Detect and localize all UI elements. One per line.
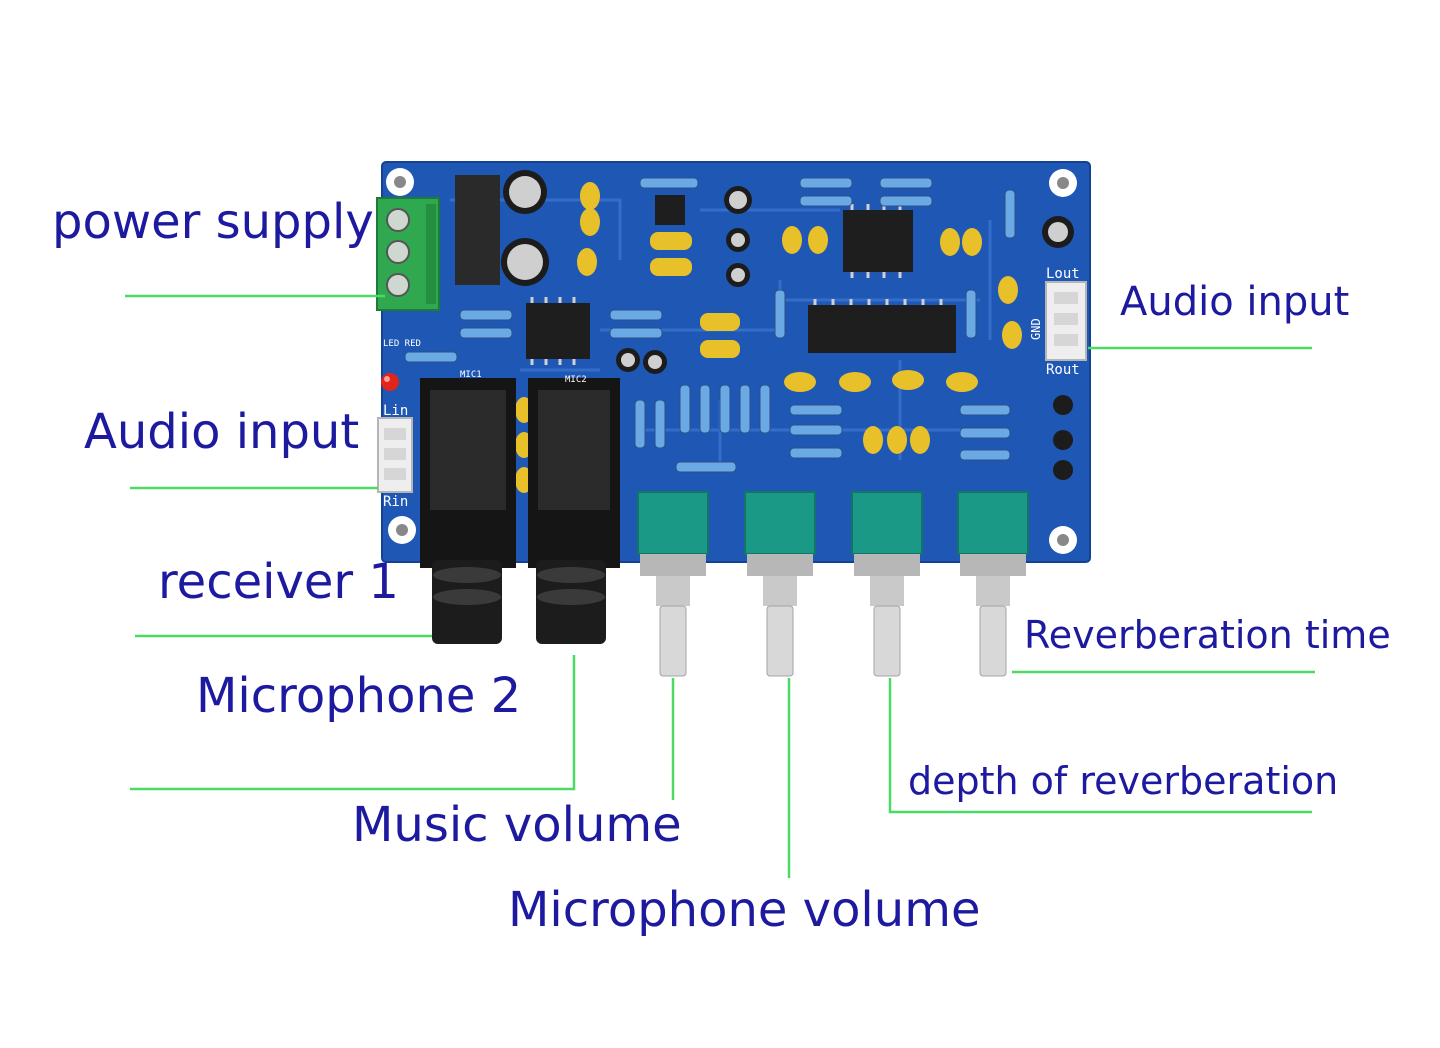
ic-chip-icon [526, 195, 956, 359]
potentiometer-microphone-volume [744, 491, 816, 677]
silkscreen-led-red: LED RED [383, 339, 421, 349]
microphone-jack-2 [528, 378, 620, 644]
leader-line-microphone-2 [130, 655, 576, 791]
callout-microphone-volume: Microphone volume [508, 882, 981, 938]
silkscreen-lout: Lout [1046, 266, 1080, 282]
callout-music-volume: Music volume [352, 797, 682, 853]
electrolytic-capacitor-icon [501, 170, 1074, 480]
led-icon [381, 373, 399, 391]
power-terminal-block [376, 197, 440, 311]
callout-audio-input-left: Audio input [84, 404, 360, 460]
callout-power-supply: power supply [52, 194, 374, 250]
callout-depth-of-reverberation: depth of reverberation [908, 759, 1339, 803]
silkscreen-gnd: GND [1029, 318, 1043, 340]
leader-lines [125, 294, 1315, 878]
mounting-hole-icon [386, 168, 1077, 554]
audio-input-connector-left [377, 417, 413, 493]
microphone-jack-1 [420, 378, 516, 644]
audio-input-connector-right [1045, 281, 1087, 361]
callout-microphone-2: Microphone 2 [196, 668, 522, 724]
resistor-icon [404, 177, 1011, 473]
potentiometer-music-volume [637, 491, 709, 677]
leader-line-reverb-depth [888, 678, 1312, 814]
silkscreen-mic1: MIC1 [460, 370, 482, 380]
callout-reverberation-time: Reverberation time [1024, 613, 1391, 657]
callout-receiver-1: receiver 1 [158, 554, 399, 610]
voltage-regulator [455, 175, 500, 285]
ceramic-capacitor-icon [515, 182, 1022, 493]
potentiometer-reverb-depth [851, 491, 923, 677]
silkscreen-rout: Rout [1046, 362, 1080, 378]
potentiometer-reverb-time [957, 491, 1029, 677]
silkscreen-mic2: MIC2 [565, 375, 587, 385]
silkscreen-rin: Rin [383, 494, 408, 510]
silkscreen-lin: Lin [383, 403, 408, 419]
callout-audio-input-right: Audio input [1120, 279, 1350, 325]
